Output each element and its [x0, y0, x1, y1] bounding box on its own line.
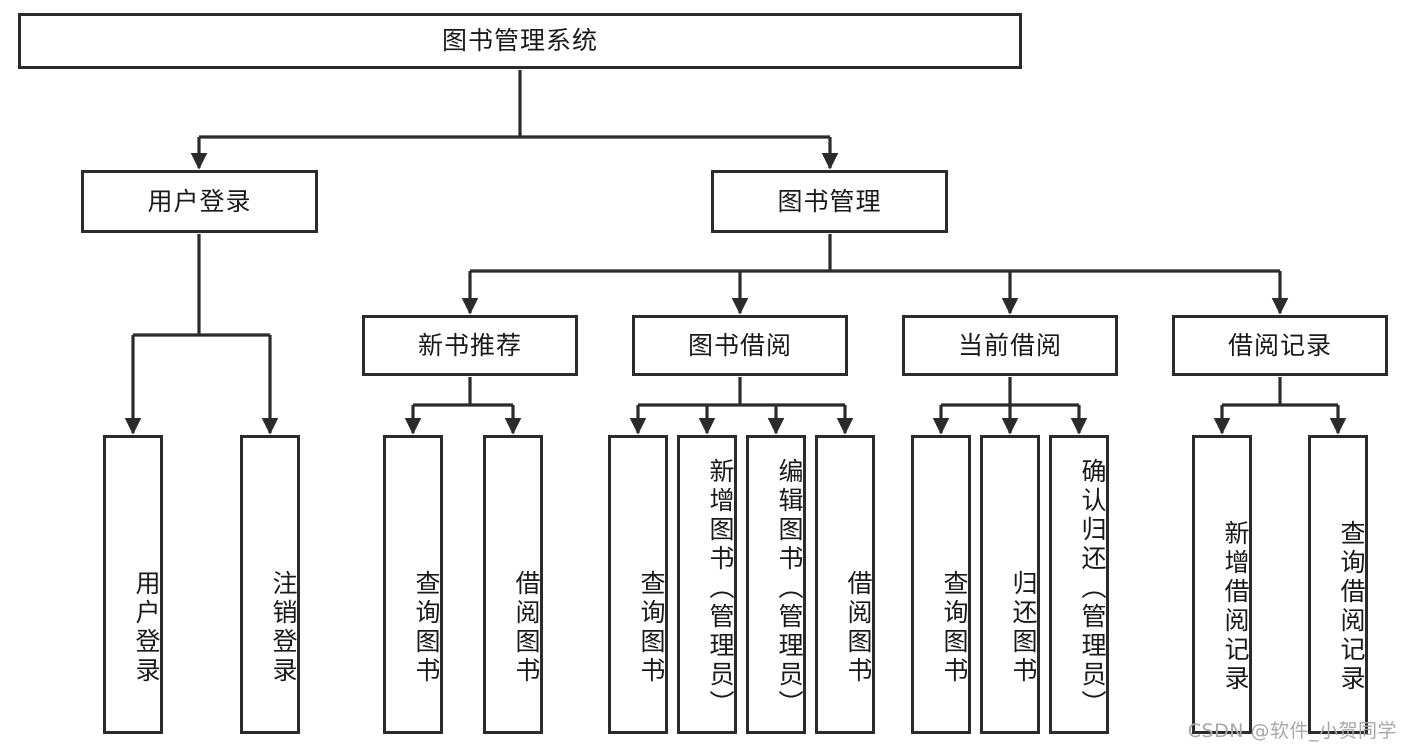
node-leaf-query-book-3-label: 查询图书	[940, 569, 969, 686]
node-leaf-user-logout-label: 注销登录	[269, 569, 298, 686]
node-leaf-query-book-3[interactable]: 查询图书	[911, 435, 971, 734]
node-new-book-recommend[interactable]: 新书推荐	[362, 315, 578, 376]
node-root-label: 图书管理系统	[441, 26, 598, 56]
node-current-borrow[interactable]: 当前借阅	[902, 315, 1118, 376]
node-leaf-query-record-label: 查询借阅记录	[1337, 519, 1366, 694]
node-leaf-user-login-label: 用户登录	[132, 569, 161, 686]
node-new-book-recommend-label: 新书推荐	[417, 330, 522, 360]
node-leaf-borrow-book-1-label: 借阅图书	[512, 569, 541, 686]
node-leaf-add-book[interactable]: 新增图书（管理员）	[677, 435, 737, 734]
node-leaf-confirm-return-label: 确认归还（管理员）	[1078, 458, 1107, 719]
node-borrow-record-label: 借阅记录	[1227, 330, 1332, 360]
node-user-login[interactable]: 用户登录	[81, 170, 318, 233]
node-leaf-add-record-label: 新增借阅记录	[1221, 519, 1250, 694]
node-root[interactable]: 图书管理系统	[18, 13, 1022, 69]
node-leaf-return-book-label: 归还图书	[1009, 569, 1038, 686]
node-leaf-user-logout[interactable]: 注销登录	[240, 435, 300, 734]
node-leaf-edit-book[interactable]: 编辑图书（管理员）	[746, 435, 806, 734]
node-leaf-query-book-1[interactable]: 查询图书	[383, 435, 443, 734]
node-book-management-label: 图书管理	[777, 186, 882, 216]
node-leaf-confirm-return[interactable]: 确认归还（管理员）	[1049, 435, 1109, 734]
node-leaf-query-record[interactable]: 查询借阅记录	[1308, 435, 1368, 734]
watermark: CSDN @软件_小贺同学	[1187, 720, 1397, 742]
node-book-borrow-label: 图书借阅	[687, 330, 792, 360]
node-leaf-user-login[interactable]: 用户登录	[103, 435, 163, 734]
node-leaf-query-book-2[interactable]: 查询图书	[608, 435, 668, 734]
node-leaf-borrow-book-2[interactable]: 借阅图书	[815, 435, 875, 734]
node-leaf-query-book-2-label: 查询图书	[637, 569, 666, 686]
node-book-borrow[interactable]: 图书借阅	[632, 315, 848, 376]
node-leaf-edit-book-label: 编辑图书（管理员）	[775, 458, 804, 719]
node-user-login-label: 用户登录	[147, 186, 252, 216]
node-book-management[interactable]: 图书管理	[711, 170, 948, 233]
node-leaf-add-record[interactable]: 新增借阅记录	[1192, 435, 1252, 734]
node-leaf-return-book[interactable]: 归还图书	[980, 435, 1040, 734]
node-leaf-borrow-book-2-label: 借阅图书	[844, 569, 873, 686]
node-borrow-record[interactable]: 借阅记录	[1172, 315, 1388, 376]
node-leaf-borrow-book-1[interactable]: 借阅图书	[483, 435, 543, 734]
node-leaf-query-book-1-label: 查询图书	[412, 569, 441, 686]
node-leaf-add-book-label: 新增图书（管理员）	[706, 458, 735, 719]
node-current-borrow-label: 当前借阅	[957, 330, 1062, 360]
